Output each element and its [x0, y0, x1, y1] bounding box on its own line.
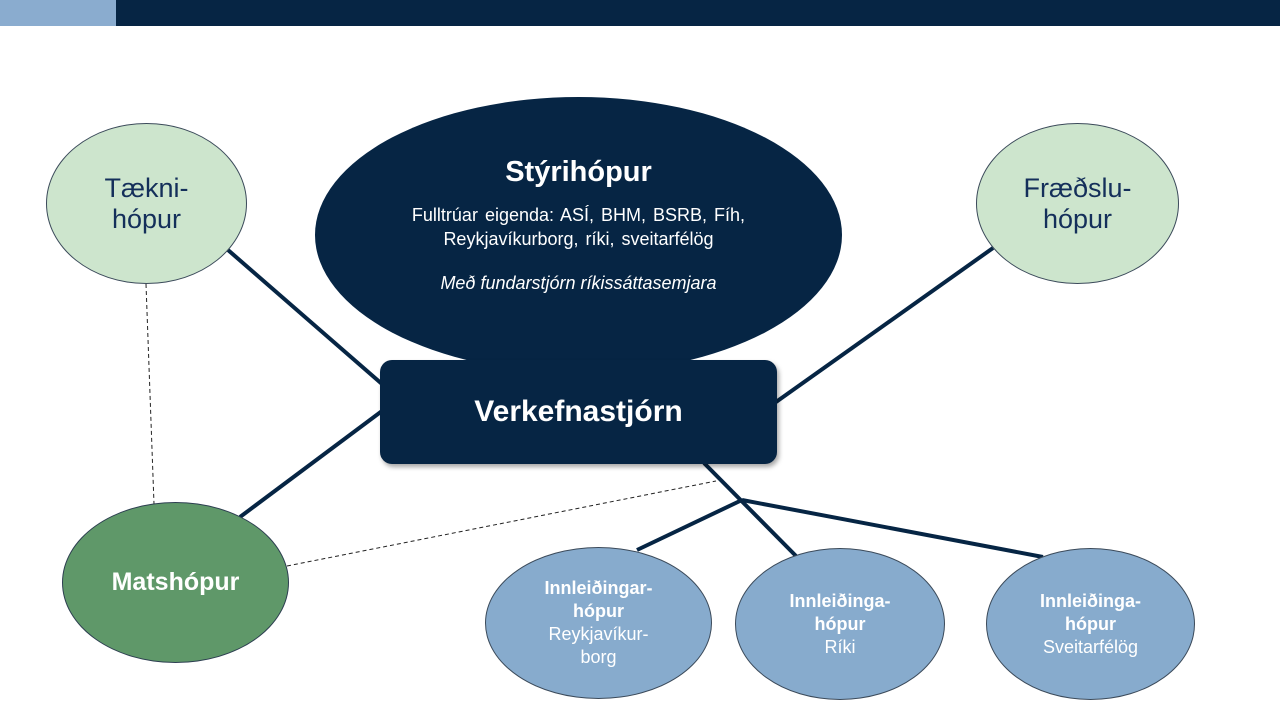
- project-management-node: Verkefnastjórn: [380, 360, 777, 464]
- header-accent-bar: [0, 0, 116, 26]
- implementation-group-label-line2: hópur: [814, 613, 866, 634]
- dashed-connector-tech-to-evaluation: [145, 283, 155, 505]
- implementation-group-label-line2: hópur: [1065, 613, 1116, 634]
- header-bar: [116, 0, 1280, 26]
- implementation-group-label-line2: hópur: [573, 601, 624, 621]
- implementation-group-sveitarfelog-node: Innleiðinga- hópur Sveitarfélög: [986, 548, 1195, 700]
- education-group-label-line1: Fræðslu-: [1023, 172, 1132, 203]
- implementation-group-riki-node: Innleiðinga- hópur Ríki: [735, 548, 945, 700]
- implementation-group-label-line1: Innleiðinga-: [1040, 590, 1141, 611]
- connector-branch-to-reykjavik: [636, 498, 743, 552]
- implementation-group-label-line1: Innleiðinga-: [789, 590, 891, 611]
- connector-branch-to-sveitarfelog: [741, 498, 1044, 559]
- implementation-group-sub-line1: Reykjavíkur-: [548, 624, 649, 644]
- education-group-node: Fræðslu- hópur: [976, 123, 1179, 284]
- implementation-group-sub-line1: Sveitarfélög: [1042, 636, 1139, 657]
- steering-group-node: Stýrihópur Fulltrúar eigenda: ASÍ, BHM, …: [315, 97, 842, 373]
- tech-group-node: Tækni- hópur: [46, 123, 247, 284]
- steering-group-description: Fulltrúar eigenda: ASÍ, BHM, BSRB, Fíh, …: [411, 205, 746, 249]
- tech-group-label-line1: Tækni-: [104, 172, 189, 203]
- connector-evaluation-to-management: [238, 409, 384, 519]
- project-management-label: Verkefnastjórn: [474, 395, 683, 428]
- dashed-connector-evaluation-to-management: [286, 480, 717, 567]
- tech-group-label-line2: hópur: [111, 203, 182, 234]
- evaluation-group-label: Matshópur: [111, 568, 240, 596]
- connector-tech-to-management: [226, 248, 384, 386]
- implementation-group-reykjavik-node: Innleiðingar- hópur Reykjavíkur- borg: [485, 547, 712, 699]
- steering-group-note: Með fundarstjórn ríkissáttasemjara: [440, 273, 717, 293]
- steering-group-title: Stýrihópur: [505, 156, 652, 188]
- connector-management-to-rikis: [702, 461, 798, 558]
- implementation-group-sub-line2: borg: [580, 647, 617, 667]
- evaluation-group-node: Matshópur: [62, 502, 289, 663]
- education-group-label-line2: hópur: [1042, 203, 1113, 234]
- implementation-group-label-line1: Innleiðingar-: [544, 578, 653, 598]
- connector-education-to-management: [774, 246, 995, 404]
- implementation-group-sub-line1: Ríki: [824, 636, 856, 657]
